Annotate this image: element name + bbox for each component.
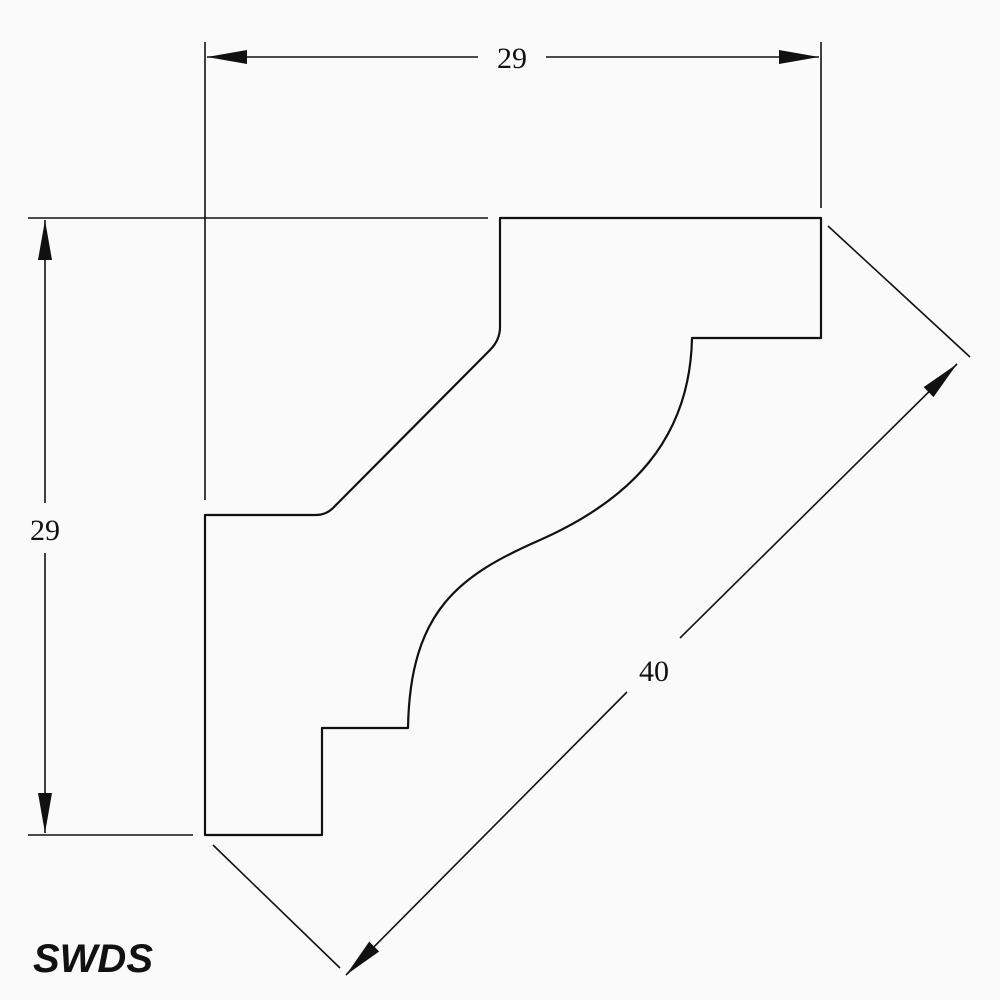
dimension-width-label: 29 [497, 42, 527, 75]
extension-lines [28, 42, 971, 969]
moulding-profile-outline [203, 216, 823, 837]
dimension-diagonal-line-upper [679, 363, 958, 639]
dimension-diagonal [345, 363, 958, 976]
extension-line-diagonal-top [827, 225, 971, 358]
dimension-height-label: 29 [30, 514, 60, 547]
extension-line-diagonal-bottom [212, 844, 341, 969]
dimension-diagonal-label: 40 [639, 655, 669, 688]
dimension-diagonal-line-lower [345, 691, 628, 976]
brand-logo-text: SWDS [33, 937, 153, 981]
